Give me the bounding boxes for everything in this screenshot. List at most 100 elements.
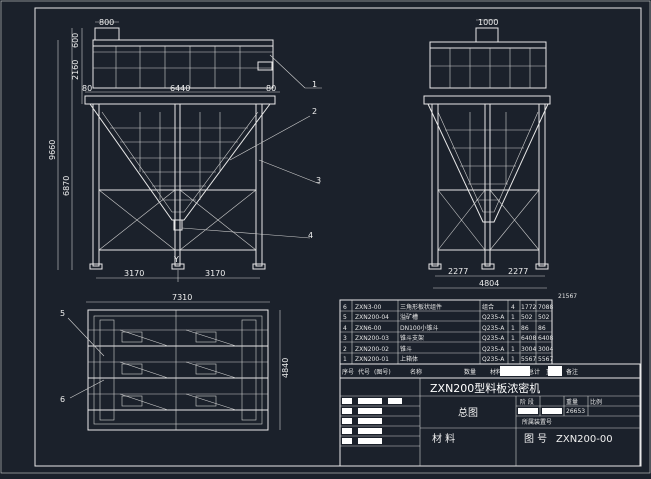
svg-text:锥斗支架: 锥斗支架	[400, 334, 424, 342]
filled-cell	[342, 438, 352, 444]
dim-2277-right: 2277	[508, 267, 528, 276]
svg-text:3004: 3004	[538, 346, 553, 353]
callout-5: 5	[60, 309, 65, 318]
sub-title: 总图	[458, 406, 478, 419]
dim-80-right: 80	[266, 84, 276, 93]
dim-6870: 6870	[62, 176, 71, 196]
svg-text:6408: 6408	[521, 335, 536, 342]
right-leg	[255, 103, 263, 267]
bom-row: 1 ZXN200-01 上箱体 Q235-A 1 5567 5567	[343, 355, 553, 363]
dim-80-left: 80	[82, 84, 92, 93]
svg-text:1: 1	[343, 356, 347, 363]
filled-cell	[358, 438, 382, 444]
callout-4: 4	[308, 231, 313, 240]
svg-text:1: 1	[511, 335, 515, 342]
belongs-label: 所属装置号	[522, 418, 552, 426]
svg-text:3004: 3004	[521, 346, 536, 353]
svg-text:1: 1	[511, 346, 515, 353]
title-block: 21567 6 ZXN3-00 三角形板状组件 组合 4 1772 7088 5…	[339, 293, 641, 467]
sheet-inner-border	[34, 7, 642, 467]
dim-600: 600	[71, 33, 80, 48]
dim-7310: 7310	[172, 293, 192, 302]
filled-cell	[358, 398, 382, 404]
svg-text:组合: 组合	[482, 303, 494, 311]
upper-tank	[92, 39, 274, 89]
bom-row: 4 ZXN6-00 DN100小锥斗 Q235-A 1 86 86	[343, 324, 546, 332]
svg-text:1: 1	[511, 356, 515, 363]
main-title: ZXN200型料板浓密机	[430, 381, 540, 395]
dim-9660: 9660	[48, 140, 57, 160]
svg-text:Q235-A: Q235-A	[482, 346, 505, 353]
material-label: 材 料	[432, 432, 455, 445]
dim-3170-right: 3170	[205, 269, 225, 278]
bom-header-material: 材料	[490, 368, 502, 376]
bom-header-drawing: (图号)	[374, 369, 391, 376]
svg-text:锥斗: 锥斗	[400, 345, 412, 353]
svg-text:Q235-A: Q235-A	[482, 356, 505, 363]
side-hopper	[427, 103, 549, 223]
svg-text:Q235-A: Q235-A	[482, 335, 505, 342]
dim-6440: 6440	[170, 84, 190, 93]
side-view: 1000 2277 2277 4804	[423, 18, 551, 289]
filled-cell	[358, 408, 382, 414]
bom-header-no: 序号	[342, 368, 354, 376]
drawing-no-label: 图 号	[524, 433, 547, 445]
svg-text:ZXN200-04: ZXN200-04	[355, 314, 389, 321]
bom-row: 6 ZXN3-00 三角形板状组件 组合 4 1772 7088	[343, 303, 553, 311]
filled-cell	[358, 418, 382, 424]
svg-text:ZXN200-01: ZXN200-01	[355, 356, 389, 363]
left-leg	[92, 103, 100, 267]
bom-header-name: 名称	[410, 368, 422, 376]
svg-text:1772: 1772	[521, 304, 536, 311]
dim-2160: 2160	[71, 60, 80, 80]
svg-text:6408: 6408	[538, 335, 553, 342]
svg-text:1: 1	[511, 325, 515, 332]
svg-text:ZXN6-00: ZXN6-00	[355, 325, 382, 332]
svg-text:DN100小锥斗: DN100小锥斗	[400, 324, 439, 332]
svg-text:上箱体: 上箱体	[400, 355, 418, 363]
plan-outline	[87, 309, 269, 431]
svg-text:1: 1	[511, 314, 515, 321]
filled-cell	[342, 418, 352, 424]
bom-row: 3 ZXN200-03 锥斗支架 Q235-A 1 6408 6408	[343, 334, 553, 342]
svg-text:Q235-A: Q235-A	[482, 325, 505, 332]
svg-text:ZXN200-03: ZXN200-03	[355, 335, 389, 342]
svg-text:4: 4	[511, 304, 515, 311]
filled-cell	[542, 408, 562, 414]
dim-2277-left: 2277	[448, 267, 468, 276]
filled-cell	[518, 408, 538, 414]
svg-text:502: 502	[538, 314, 550, 321]
hatch-block	[500, 366, 530, 376]
svg-text:5567: 5567	[538, 356, 553, 363]
dim-4804: 4804	[479, 279, 499, 288]
svg-text:2: 2	[343, 346, 347, 353]
scale-label: 比例	[590, 398, 602, 406]
y-mark: Y	[173, 255, 179, 264]
svg-text:86: 86	[521, 325, 529, 332]
hatch-block	[548, 366, 562, 376]
svg-text:Q235-A: Q235-A	[482, 314, 505, 321]
svg-text:7088: 7088	[538, 304, 553, 311]
bom-header-qty: 数量	[464, 368, 476, 376]
bom-row: 2 ZXN200-02 锥斗 Q235-A 1 3004 3004	[343, 345, 553, 353]
side-upper-tank	[429, 41, 547, 89]
bom-row: 5 ZXN200-04 溢矿槽 Q235-A 1 502 502	[343, 313, 550, 321]
svg-text:5567: 5567	[521, 356, 536, 363]
filled-cell	[342, 428, 352, 434]
callout-1: 1	[312, 80, 317, 89]
dim-4840: 4840	[281, 358, 290, 378]
svg-text:502: 502	[521, 314, 533, 321]
plan-view: 7310 4840 5 6	[60, 293, 290, 431]
svg-text:6: 6	[343, 304, 347, 311]
bom-header-code: 代号	[358, 368, 370, 376]
dim-side-1000: 1000	[478, 18, 498, 27]
bom-header-remark: 备注	[566, 368, 578, 376]
svg-text:三角形板状组件: 三角形板状组件	[400, 303, 442, 311]
svg-text:4: 4	[343, 325, 347, 332]
svg-text:ZXN200-02: ZXN200-02	[355, 346, 389, 353]
svg-text:ZXN3-00: ZXN3-00	[355, 304, 382, 311]
svg-text:3: 3	[343, 335, 347, 342]
front-view: 800 80 6440 80	[48, 18, 322, 282]
